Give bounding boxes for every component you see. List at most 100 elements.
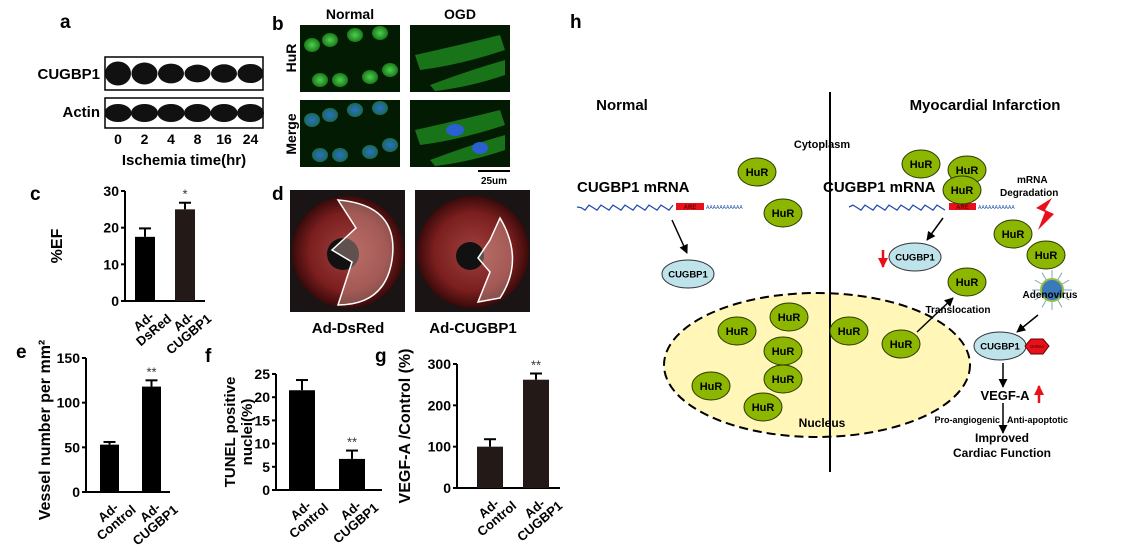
panel-label-h: h xyxy=(570,12,582,33)
panel-label-f: f xyxy=(205,346,212,367)
cugbp1-band xyxy=(131,62,158,85)
cugbp1-band xyxy=(105,61,131,86)
hur-protein xyxy=(881,329,921,359)
blot-xlabel: Ischemia time(hr) xyxy=(122,152,246,169)
cell-nucleus xyxy=(372,26,388,40)
hur-label: HuR xyxy=(1035,250,1058,262)
y-tick-label: 20 xyxy=(103,220,119,236)
y-tick-label: 300 xyxy=(428,356,452,372)
timepoint-label: 0 xyxy=(114,131,122,147)
y-tick-label: 10 xyxy=(254,436,270,452)
cugbp1-band xyxy=(211,64,237,83)
y-tick-label: 5 xyxy=(262,459,270,475)
cell-nucleus xyxy=(382,138,398,152)
outcome-label: Improved xyxy=(975,431,1029,445)
nucleus-label: Nucleus xyxy=(799,416,846,430)
cugbp1-label: CUGBP1 xyxy=(980,342,1020,353)
mrna-strand-mi xyxy=(848,204,946,211)
category-label: Ad-CUGBP1 xyxy=(322,490,382,546)
dsred-label: DsRed xyxy=(1030,344,1044,349)
y-tick-label: 15 xyxy=(254,412,270,428)
y-axis-label-line: %EF xyxy=(49,228,66,263)
cell-nucleus xyxy=(347,28,363,42)
dsred-tag-icon xyxy=(1024,338,1050,355)
polya-tail: AAAAAAAAAAA xyxy=(706,205,743,211)
y-axis-label-line: VEGF-A /Control (%) xyxy=(397,349,414,504)
bar xyxy=(100,444,119,492)
row-label-merge: Merge xyxy=(283,113,299,154)
hur-protein xyxy=(1026,240,1066,270)
hur-label: HuR xyxy=(772,374,795,386)
hur-protein xyxy=(717,316,757,346)
cugbp1-protein xyxy=(661,259,715,289)
category-label: Ad-CUGBP1 xyxy=(506,488,566,544)
blot-row-label: Actin xyxy=(63,104,101,121)
significance-label: ** xyxy=(347,435,357,450)
actin-band xyxy=(157,104,185,122)
hur-label: HuR xyxy=(772,208,795,220)
cugbp1-label: CUGBP1 xyxy=(895,253,935,264)
cugbp1-band xyxy=(237,63,264,84)
polya-tail: AAAAAAAAAAA xyxy=(978,205,1015,211)
panel-label-g: g xyxy=(375,346,387,367)
hur-protein xyxy=(769,302,809,332)
panel-label-e: e xyxy=(16,342,27,363)
cugbp1-band xyxy=(158,63,184,84)
actin-band xyxy=(237,104,264,122)
timepoint-label: 16 xyxy=(216,131,232,147)
infarct-outline xyxy=(476,216,514,303)
micrographs xyxy=(300,25,510,167)
significance-label: * xyxy=(182,187,187,202)
y-tick-label: 100 xyxy=(428,439,452,455)
panel-label-b: b xyxy=(272,14,284,35)
y-tick-label: 0 xyxy=(72,484,80,500)
panel-label-c: c xyxy=(30,184,41,205)
hur-protein xyxy=(901,149,941,179)
column-label-normal: Normal xyxy=(326,6,374,22)
bar xyxy=(142,386,161,492)
y-tick-label: 50 xyxy=(64,439,80,455)
arrow-translation xyxy=(926,217,944,241)
normal-title: Normal xyxy=(596,97,648,114)
y-tick-label: 0 xyxy=(443,480,451,496)
bar xyxy=(339,458,365,490)
cell-nucleus xyxy=(472,142,488,154)
scale-bar-label: 25um xyxy=(481,176,507,187)
translocation-label: Translocation xyxy=(925,305,990,316)
category-label: Ad-Control xyxy=(278,490,331,541)
hur-protein xyxy=(743,392,783,422)
adenovirus-icon xyxy=(1032,270,1072,310)
y-axis-label: VEGF-A /Control (%) xyxy=(397,349,414,504)
bar xyxy=(289,390,315,490)
cell-body xyxy=(430,135,505,166)
mrna-label: CUGBP1 mRNA xyxy=(823,179,936,196)
cell-nucleus xyxy=(312,148,328,162)
y-axis-label: Vessel number per mm² xyxy=(37,340,54,521)
y-tick-label: 30 xyxy=(103,183,119,199)
cugbp1-label: CUGBP1 xyxy=(668,270,708,281)
heart-lumen xyxy=(456,242,484,270)
panel-label-d: d xyxy=(272,184,284,205)
hur-label: HuR xyxy=(778,312,801,324)
y-tick-label: 0 xyxy=(262,482,270,498)
mrna-label: CUGBP1 mRNA xyxy=(577,179,690,196)
cell-nucleus xyxy=(304,38,320,52)
mi-title: Myocardial Infarction xyxy=(910,97,1061,114)
hur-protein xyxy=(763,364,803,394)
actin-band xyxy=(210,104,238,122)
hur-label: HuR xyxy=(956,277,979,289)
cell-nucleus xyxy=(347,103,363,117)
hur-label: HuR xyxy=(1002,229,1025,241)
hur-protein xyxy=(993,219,1033,249)
hur-protein xyxy=(947,267,987,297)
category-label: Ad-Control xyxy=(466,488,519,539)
cell-nucleus xyxy=(332,73,348,87)
cell-nucleus xyxy=(362,70,378,84)
y-tick-label: 200 xyxy=(428,397,452,413)
heart-label: Ad-DsRed xyxy=(312,320,385,337)
